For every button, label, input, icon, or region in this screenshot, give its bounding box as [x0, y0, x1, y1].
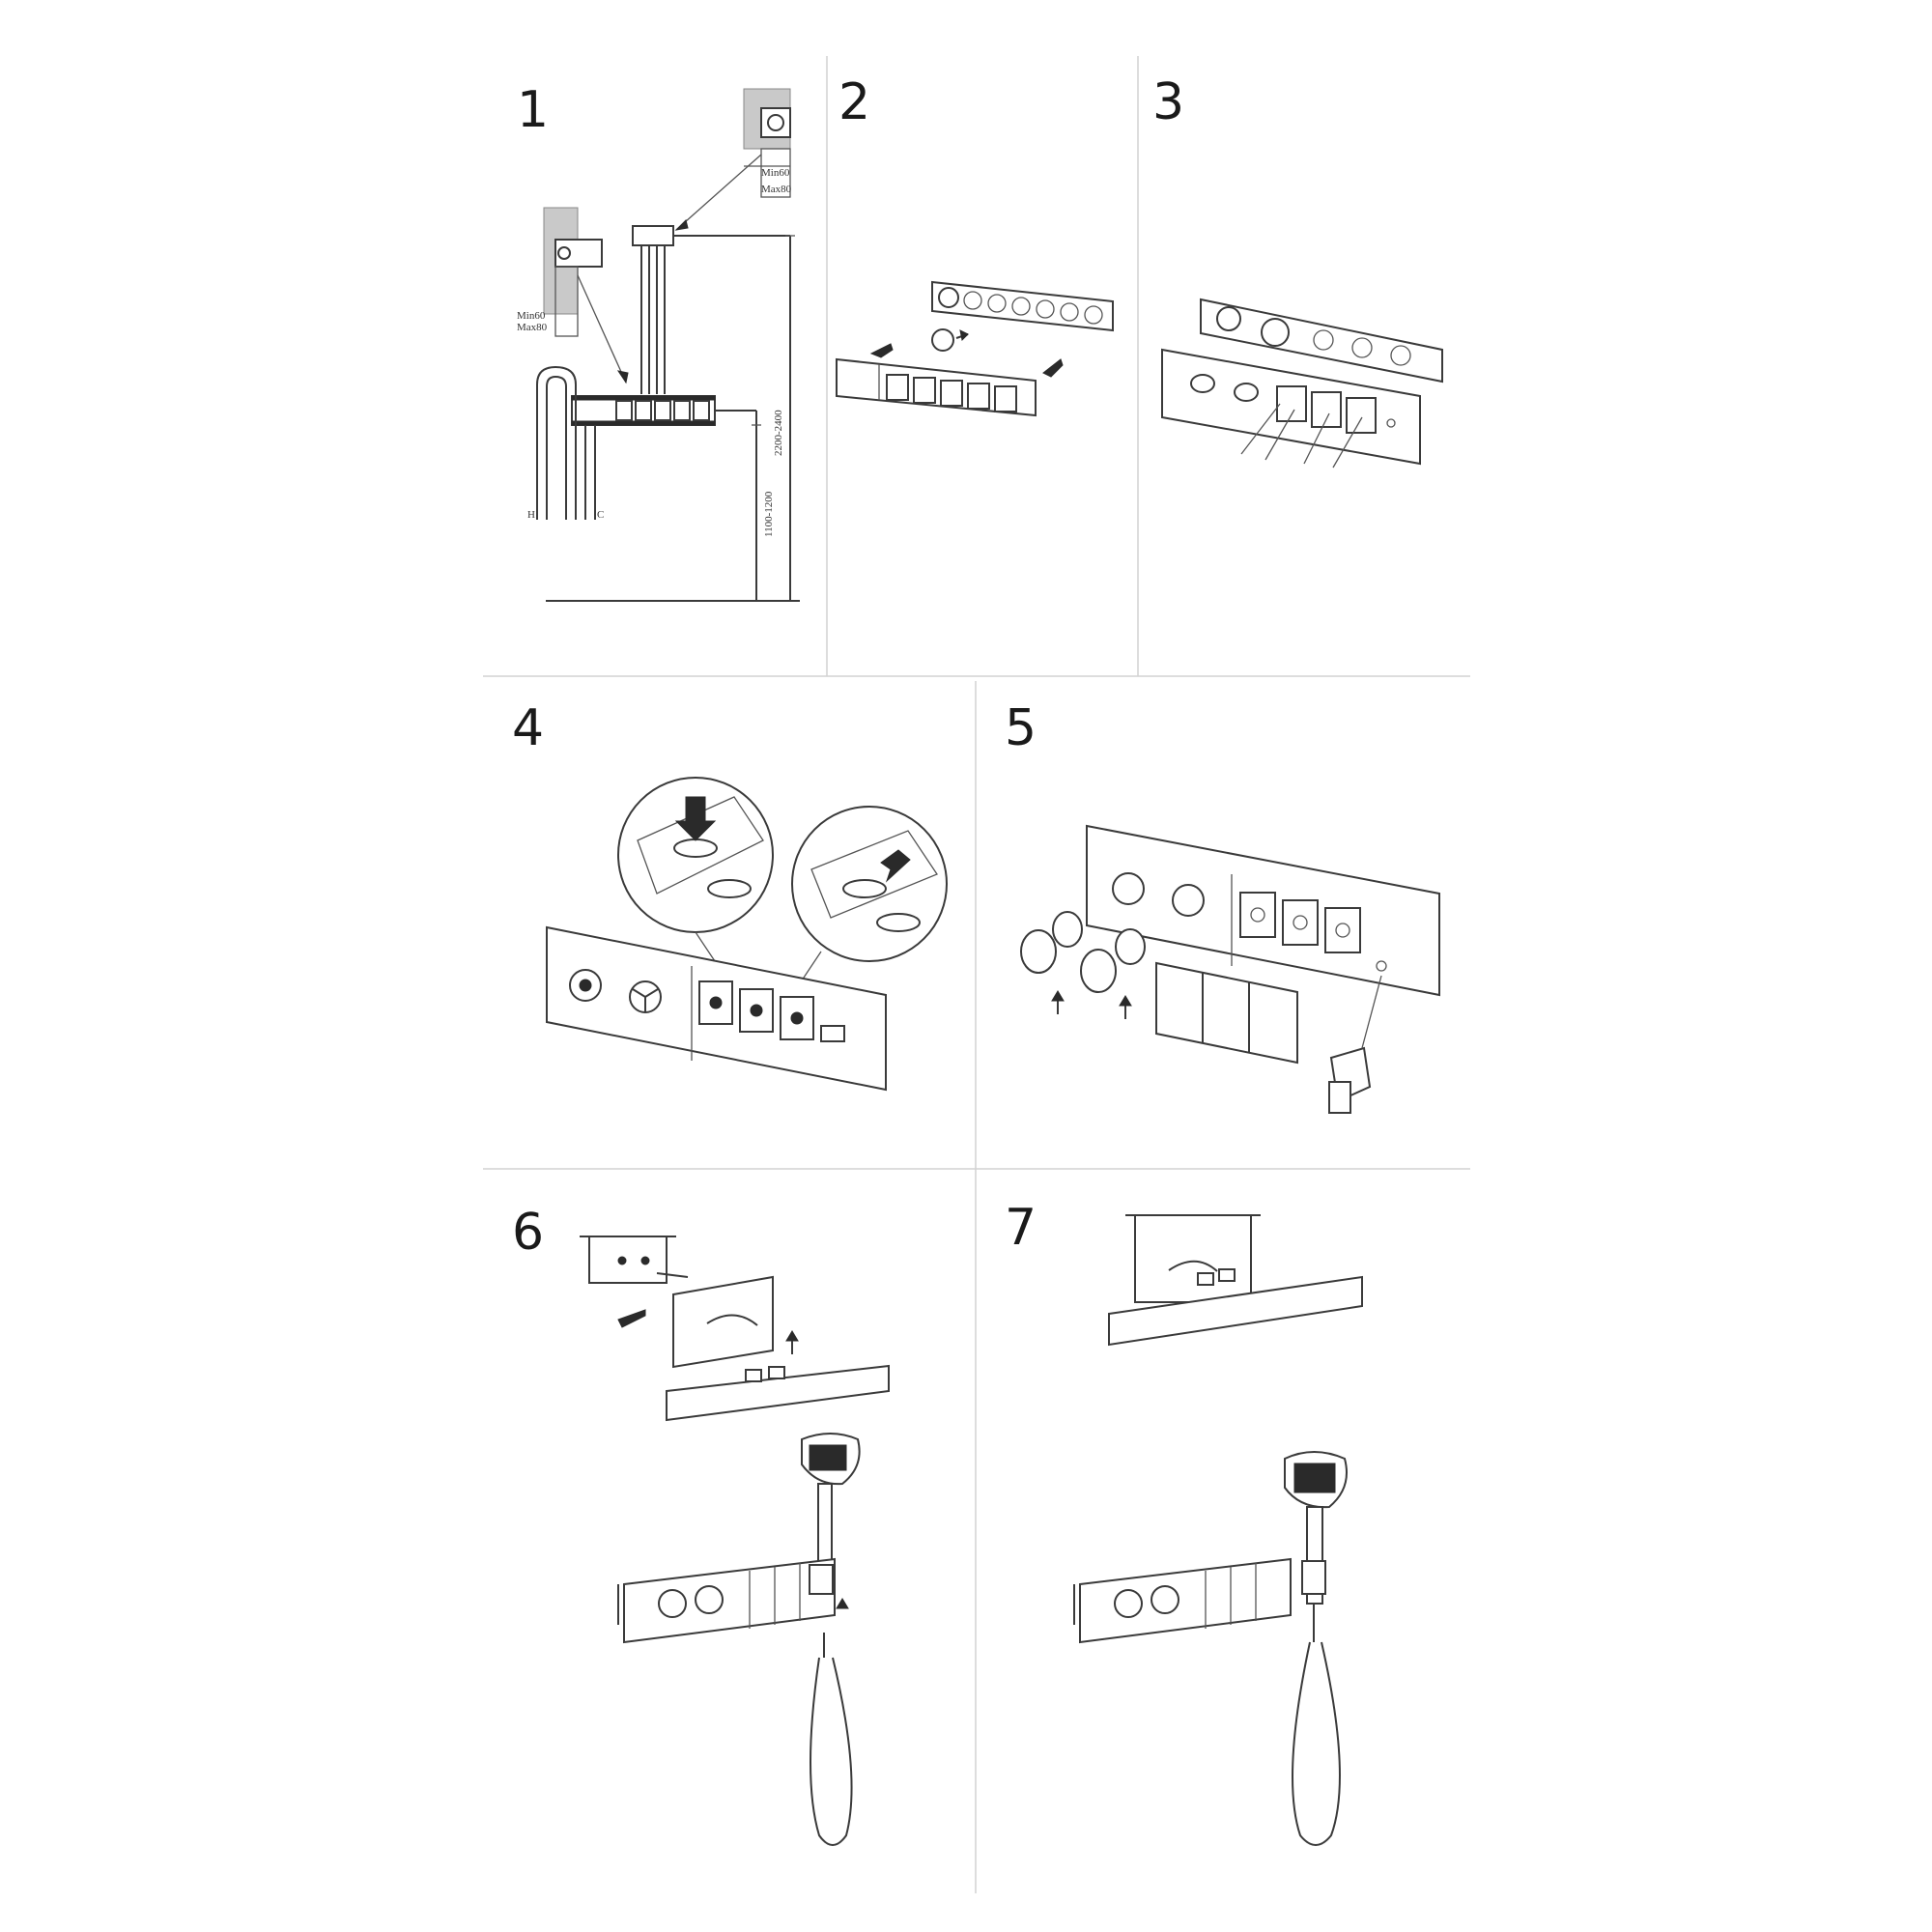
step7-illustration — [1073, 1214, 1363, 1846]
detail-top-min-label: Min60 — [761, 167, 790, 179]
step-number-5: 5 — [1005, 699, 1037, 757]
step6-illustration — [580, 1236, 890, 1846]
detail-left-min-label: Min60 — [517, 310, 546, 322]
step3-illustration — [1161, 298, 1443, 469]
step1-illustration — [536, 88, 800, 602]
step-number-4: 4 — [512, 699, 545, 757]
step5-illustration — [1020, 824, 1440, 1114]
step-number-6: 6 — [512, 1204, 545, 1262]
step-number-1: 1 — [517, 81, 550, 139]
valve-height-label: 1100-1200 — [763, 491, 775, 537]
step4-illustration — [546, 777, 948, 1092]
step-number-3: 3 — [1152, 73, 1185, 131]
detail-top-max-label: Max80 — [761, 184, 792, 195]
step-number-2: 2 — [838, 73, 871, 131]
shower-head-height-label: 2200-2400 — [773, 410, 784, 456]
step2-illustration — [836, 280, 1114, 417]
inlet-cold-label: C — [597, 509, 605, 521]
detail-left-max-label: Max80 — [517, 322, 548, 333]
step-number-7: 7 — [1005, 1199, 1037, 1257]
panel-separators — [483, 56, 1470, 1893]
inlet-hot-label: H — [527, 509, 535, 521]
